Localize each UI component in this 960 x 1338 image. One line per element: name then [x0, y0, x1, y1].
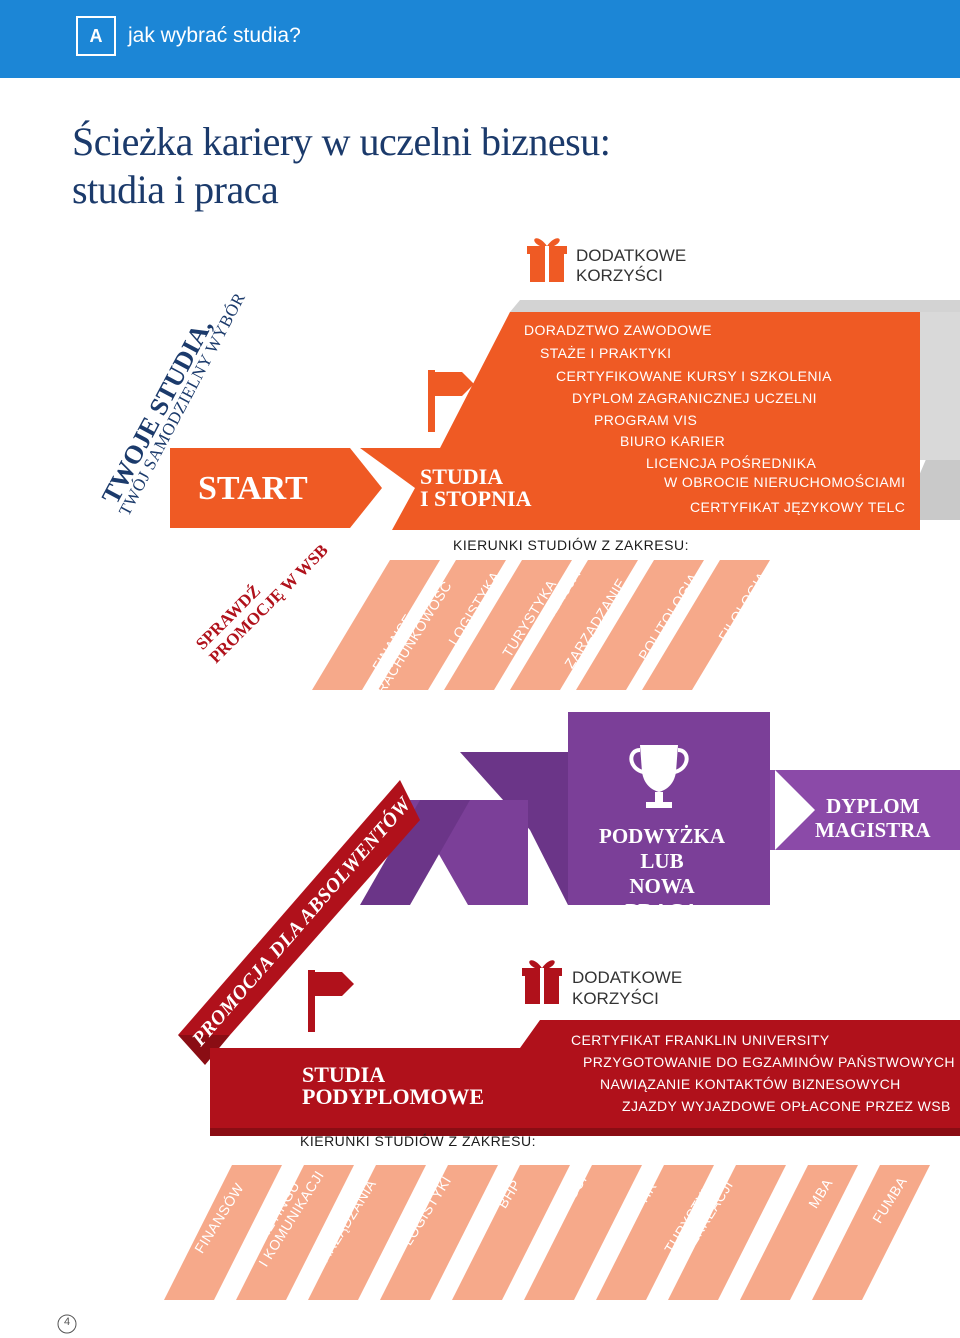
dyplom-label: DYPLOM MAGISTRA	[815, 794, 931, 842]
kierunki1-label: KIERUNKI STUDIÓW Z ZAKRESU:	[453, 537, 689, 553]
studia2-label: STUDIA PODYPLOMOWE	[302, 1064, 484, 1108]
studia2-line1: STUDIA	[302, 1062, 386, 1087]
promo2-fold	[178, 1035, 230, 1065]
benefits2-title2: KORZYŚCI	[572, 989, 659, 1008]
page-title-line1: Ścieżka kariery w uczelni biznesu:	[72, 119, 611, 164]
benefit1-item: BIURO KARIER	[620, 433, 726, 449]
header-title[interactable]: jak wybrać studia?	[128, 24, 301, 47]
studia-podyplomowe-band	[210, 1020, 960, 1128]
dyplom-notch	[775, 770, 815, 850]
studia1-label: STUDIA I STOPNIA	[420, 466, 531, 510]
kierunki2-strips	[164, 1165, 930, 1300]
trophy-icon	[629, 745, 689, 808]
benefit2-item: NAWIĄZANIE KONTAKTÓW BIZNESOWYCH	[600, 1076, 901, 1092]
benefit1-item: LICENCJA POŚREDNIKA	[646, 455, 817, 471]
dyplom-line2: MAGISTRA	[815, 818, 931, 842]
benefit1-item: PROGRAM VIS	[594, 412, 698, 428]
benefit2-item: ZJAZDY WYJAZDOWE OPŁACONE PRZEZ WSB	[622, 1098, 951, 1114]
dyplom-line1: DYPLOM	[826, 794, 920, 818]
podwyzka-line3: NOWA PRACA	[625, 874, 699, 923]
page-number-circle	[57, 1314, 77, 1334]
benefit1-item: DYPLOM ZAGRANICZNEJ UCZELNI	[572, 390, 817, 406]
studia-i-stopnia-band	[360, 312, 920, 530]
benefits2-title1: DODATKOWE	[572, 968, 683, 987]
start-chevron	[170, 448, 382, 528]
podwyzka-line2: LUB	[640, 849, 684, 873]
benefits1-title: DODATKOWE KORZYŚCI	[576, 246, 686, 286]
studia1-line2: I STOPNIA	[420, 486, 532, 511]
promo2-band	[178, 780, 420, 1035]
purple-diagonal-shadow	[360, 800, 470, 905]
podwyzka-line1: PODWYŻKA	[599, 824, 725, 848]
flag-icon-2	[308, 970, 354, 1032]
benefit1-item: STAŻE I PRAKTYKI	[540, 345, 672, 361]
dyplom-band	[770, 770, 960, 850]
benefit1-item: CERTYFIKOWANE KURSY I SZKOLENIA	[556, 368, 832, 384]
kierunki1-strips	[312, 560, 770, 690]
podwyzka-label: PODWYŻKA LUB NOWA PRACA	[592, 824, 732, 924]
benefit1-item: DORADZTWO ZAWODOWE	[524, 322, 712, 338]
flag-icon-1	[428, 370, 474, 432]
header-bar: A jak wybrać studia?	[0, 0, 960, 78]
benefits2-title: DODATKOWE KORZYŚCI	[572, 967, 682, 1009]
kierunki2-label: KIERUNKI STUDIÓW Z ZAKRESU:	[300, 1133, 536, 1149]
studia2-line2: PODYPLOMOWE	[302, 1084, 485, 1109]
chapter-badge: A	[76, 16, 116, 56]
page-number: 4	[63, 1316, 71, 1328]
benefit1-item: W OBROCIE NIERUCHOMOŚCIAMI	[664, 474, 906, 490]
podwyzka-box	[568, 712, 770, 905]
benefits1-title1: DODATKOWE	[576, 246, 687, 265]
studia1-line1: STUDIA	[420, 464, 504, 489]
benefits1-title2: KORZYŚCI	[576, 266, 663, 285]
lower-band-shadow	[210, 1128, 960, 1136]
benefit2-item: PRZYGOTOWANIE DO EGZAMINÓW PAŃSTWOWYCH	[583, 1054, 955, 1070]
start-label: START	[198, 470, 308, 507]
purple-shadow	[460, 752, 568, 905]
page-title-line2: studia i praca	[72, 167, 279, 212]
benefit1-item: CERTYFIKAT JĘZYKOWY TELC	[690, 499, 906, 515]
gift-icon-1	[527, 238, 567, 282]
benefit2-item: CERTYFIKAT FRANKLIN UNIVERSITY	[571, 1032, 830, 1048]
upper-grey-strip	[920, 312, 960, 460]
gift-icon-2	[522, 960, 562, 1004]
